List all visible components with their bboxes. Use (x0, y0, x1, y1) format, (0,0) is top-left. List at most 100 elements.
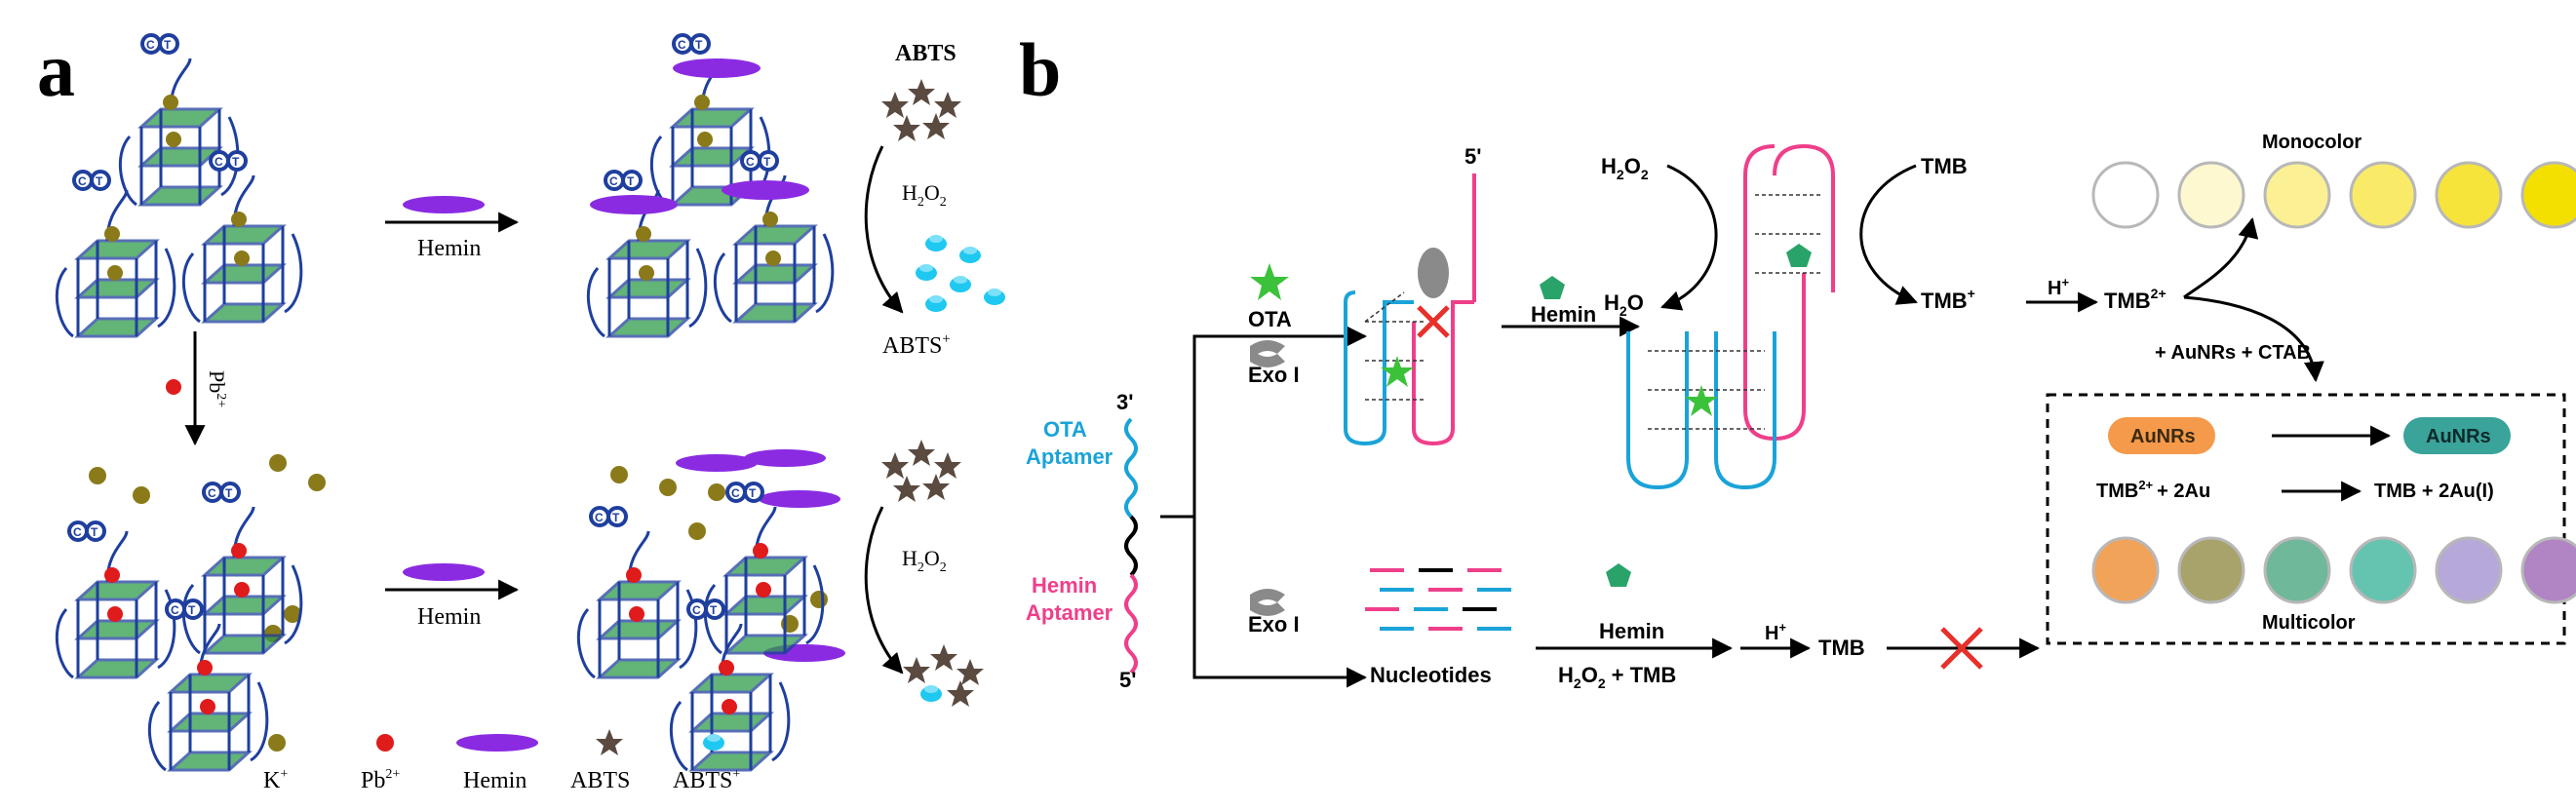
peroxidase-reaction: H2O2 H2O TMB TMB+ (1601, 154, 1975, 319)
svg-text:Pb2+: Pb2+ (361, 767, 400, 793)
pb-sup: 2+ (214, 393, 228, 407)
hemin-pentagon-icon (1540, 276, 1565, 299)
hemin-icon (403, 563, 485, 581)
g4-cluster-bottom-right (576, 449, 845, 772)
ota-label: OTA (1248, 307, 1292, 331)
panel-b-label: b (1019, 27, 1061, 112)
svg-text:Pb2+: Pb2+ (205, 370, 229, 407)
equation-left-sup: 2+ (2138, 478, 2153, 492)
pb-ion-icon (166, 379, 181, 395)
ota-aptamer-2: Aptamer (1026, 444, 1113, 469)
legend-panel-a: K+ Pb2+ Hemin ABTS ABTS+ (263, 729, 740, 793)
hemin-label-mid: Hemin (1531, 302, 1596, 327)
h2o2-bottom-h: H (902, 546, 917, 570)
h2o2-bottom-o: O (924, 546, 940, 570)
ota-aptamer-1: OTA (1043, 417, 1087, 442)
hemin-legend-icon (456, 734, 538, 752)
monocolor-swatch-1 (2091, 161, 2160, 229)
abts-plus-sup-top: + (942, 331, 950, 347)
h2o2-bottom-sub1: 2 (917, 560, 924, 575)
svg-text:H2O2+ TMB: H2O2+ TMB (1558, 663, 1676, 691)
h2o-label-o: O (1627, 290, 1644, 315)
exo-icon-top (1250, 340, 1285, 367)
abts-legend-icon (596, 729, 623, 755)
abts-reaction-top: ABTS H2O2 ABTS+ (864, 41, 1005, 359)
hemin-label-top: Hemin (417, 236, 481, 261)
monocolor-swatch-2 (2177, 161, 2245, 229)
abts-plus-legend-icon (703, 734, 724, 751)
ota-star-icon (1250, 263, 1289, 300)
tmb-plus-sup: + (1968, 286, 1975, 301)
g4-cluster-bottom-left (55, 454, 326, 772)
hemin-reaction-top: Hemin (385, 196, 520, 261)
monocolor-swatch-3 (2263, 161, 2331, 229)
h2o2-top-sub2: 2 (940, 195, 947, 210)
aunrs-ctab-label: + AuNRs + CTAB (2155, 342, 2311, 364)
abts-label-top: ABTS (895, 41, 956, 66)
hemin-reaction-bottom: Hemin (385, 563, 520, 630)
h2o2-tmb-h: H (1558, 663, 1574, 687)
tmb-label-top: TMB (1921, 154, 1968, 178)
h-plus-sup: + (2061, 275, 2069, 289)
legend-pb: Pb (361, 768, 385, 793)
svg-text:TMB2+: TMB2+ (2104, 286, 2166, 313)
exo-label-top: Exo I (1248, 363, 1300, 387)
svg-text:TMB2++ 2Au: TMB2++ 2Au (2096, 478, 2210, 502)
pb-reaction-arrow: Pb2+ (166, 331, 229, 446)
legend-hemin: Hemin (463, 768, 527, 793)
pb-label: Pb (205, 370, 229, 393)
tmb-label-bottom: TMB (1818, 636, 1865, 660)
multicolor-swatches (2091, 536, 2576, 604)
multicolor-swatch-2 (2177, 536, 2245, 604)
svg-text:TMB+: TMB+ (1921, 286, 1975, 313)
h2o2-bottom-sub2: 2 (940, 560, 947, 575)
h-plus-bottom: H (1765, 623, 1778, 644)
panel-a-label: a (37, 27, 75, 112)
multicolor-swatch-3 (2263, 536, 2331, 604)
g4-cluster-top-right (586, 33, 835, 338)
svg-text:H2O2: H2O2 (1601, 154, 1649, 182)
nucleotides-label: Nucleotides (1370, 663, 1492, 687)
equation-right: TMB + 2Au(I) (2374, 481, 2494, 502)
h2o2-tmb-rest: + TMB (1612, 663, 1677, 687)
h2o2-tmb-o: O (1581, 663, 1598, 687)
monocolor-row: Monocolor (2091, 132, 2576, 229)
h2o2-top-h: H (902, 180, 917, 205)
equation-left-rest: + 2Au (2157, 481, 2210, 502)
aunrs-left-rod (2108, 417, 2215, 454)
branch-arrows: OTA Exo I Exo I (1160, 263, 1368, 688)
legend-abts-plus-sup: + (732, 767, 740, 782)
svg-text:H2O2: H2O2 (902, 180, 947, 210)
multicolor-swatch-6 (2520, 536, 2576, 604)
legend-k: K (263, 768, 281, 793)
monocolor-label: Monocolor (2262, 132, 2361, 153)
svg-text:H2O2: H2O2 (902, 546, 947, 575)
g4-cluster-top-left (55, 33, 303, 338)
g4-dnazyme (1626, 143, 1835, 490)
svg-text:H2O: H2O (1604, 290, 1644, 319)
monocolor-swatches (2091, 161, 2576, 229)
multicolor-box: AuNRs AuNRs TMB2++ 2Au TMB + 2Au(I) Mult… (2046, 393, 2576, 645)
svg-text:H+: H+ (2048, 275, 2069, 299)
tmb2-oxidation: H+ TMB2+ + AuNRs + CTAB (2026, 216, 2324, 383)
three-prime-label: 3' (1116, 390, 1133, 414)
h2o2-top-o: O (924, 180, 940, 205)
legend-abts: ABTS (570, 768, 630, 793)
svg-text:H+: H+ (1765, 620, 1786, 644)
hemin-aptamer-2: Aptamer (1026, 600, 1113, 625)
tmb2-label: TMB (2104, 289, 2151, 313)
abts-plus-label-top: ABTS (882, 333, 942, 359)
aunrs-right-label: AuNRs (2426, 426, 2491, 447)
multicolor-swatch-1 (2091, 536, 2160, 604)
abts-reaction-bottom: H2O2 (864, 440, 984, 707)
legend-k-sup: + (280, 767, 288, 782)
legend-pb-sup: 2+ (385, 767, 400, 782)
h2o2-label-o: O (1624, 154, 1641, 178)
exo-icon-bottom (1250, 589, 1285, 616)
hemin-aptamer-1: Hemin (1032, 573, 1097, 598)
tmb2-sup: 2+ (2151, 286, 2166, 301)
h2o2-label-h: H (1601, 154, 1617, 178)
five-prime-label-bottom: 5' (1119, 668, 1136, 692)
hemin-step: Hemin (1502, 276, 1641, 337)
